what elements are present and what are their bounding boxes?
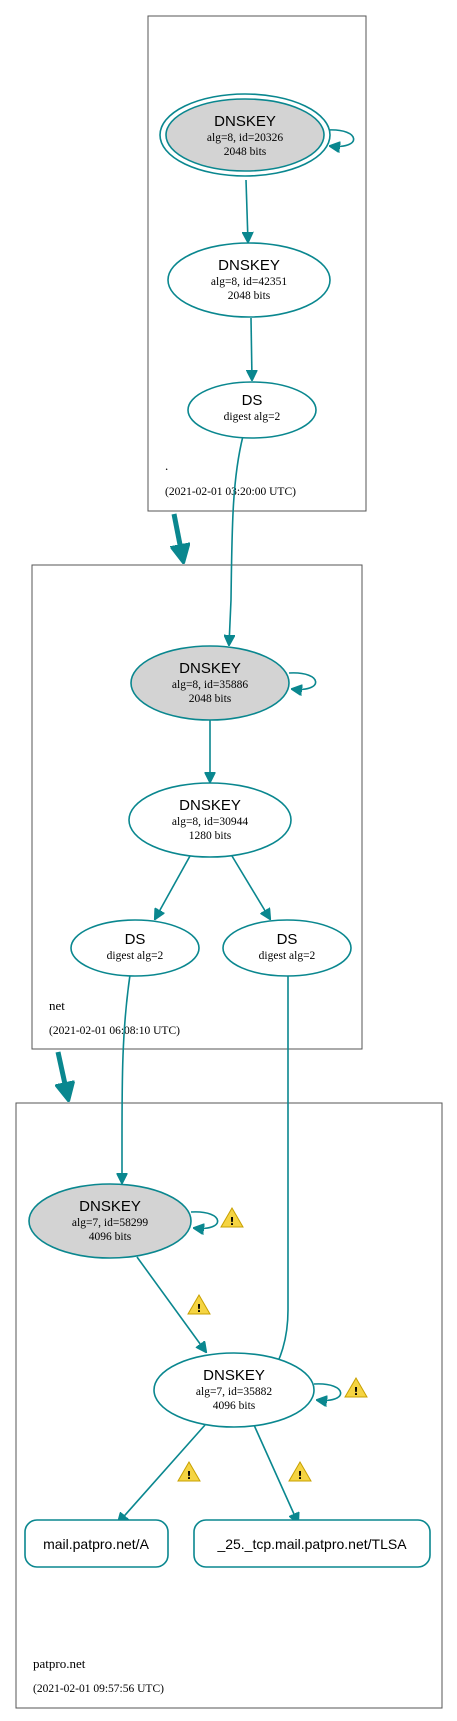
- edge-pat-ksk-self: [190, 1211, 219, 1229]
- node-rr-tlsa[interactable]: _25._tcp.mail.patpro.net/TLSA: [193, 1519, 431, 1568]
- warning-icon[interactable]: !: [288, 1461, 312, 1482]
- node-patpro-ksk-bits: 4096 bits: [89, 1231, 132, 1243]
- node-net-zsk-bits: 1280 bits: [189, 830, 232, 842]
- node-rr-tlsa-label: _25._tcp.mail.patpro.net/TLSA: [216, 1536, 407, 1552]
- node-patpro-zsk-shape: [153, 1352, 315, 1428]
- node-root-ksk-alg: alg=8, id=20326: [207, 132, 283, 144]
- node-root-ds-digest: digest alg=2: [224, 411, 281, 423]
- node-net-ksk-type: DNSKEY: [179, 660, 241, 677]
- node-root-ksk-bits: 2048 bits: [224, 146, 267, 158]
- node-patpro-ksk-shape: [28, 1183, 192, 1259]
- node-patpro-zsk-alg: alg=7, id=35882: [196, 1386, 272, 1398]
- node-patpro-zsk-type: DNSKEY: [203, 1367, 265, 1384]
- zone-net-name: net: [49, 998, 65, 1013]
- node-root-ksk-shape: [165, 98, 325, 172]
- node-net-ds-1-shape: [70, 919, 200, 977]
- node-root-ksk[interactable]: DNSKEY alg=8, id=20326 2048 bits: [159, 93, 331, 177]
- edge-net-zsk-ds1: [155, 855, 191, 919]
- zone-patpro-timestamp: (2021-02-01 09:57:56 UTC): [33, 1683, 164, 1695]
- edge-root-ds-net-ksk: [229, 435, 244, 645]
- node-net-ds-1-type: DS: [125, 931, 146, 948]
- edge-pat-zsk-rr-tlsa: [253, 1424, 298, 1523]
- node-net-ds-2[interactable]: DS digest alg=2: [222, 919, 352, 977]
- node-net-ksk-shape: [130, 645, 290, 721]
- node-root-ds[interactable]: DS digest alg=2: [187, 381, 317, 439]
- warning-icon[interactable]: !: [344, 1377, 368, 1398]
- warning-icon-mark: !: [297, 1469, 302, 1482]
- node-net-ds-2-shape: [222, 919, 352, 977]
- warning-icon[interactable]: !: [187, 1294, 211, 1315]
- node-net-ds-1-digest: digest alg=2: [107, 950, 164, 962]
- node-root-ds-type: DS: [242, 392, 263, 409]
- node-net-ds-1[interactable]: DS digest alg=2: [70, 919, 200, 977]
- zone-net-timestamp: (2021-02-01 06:08:10 UTC): [49, 1025, 180, 1037]
- node-patpro-ksk-alg: alg=7, id=58299: [72, 1217, 148, 1229]
- edge-net-zsk-ds2: [231, 855, 270, 919]
- node-rr-tlsa-shape: [193, 1519, 431, 1568]
- edge-net-ds1-pat-ksk: [122, 974, 131, 1183]
- node-net-ksk[interactable]: DNSKEY alg=8, id=35886 2048 bits: [130, 645, 290, 721]
- zone-patpro-name: patpro.net: [33, 1656, 86, 1671]
- node-net-ksk-alg: alg=8, id=35886: [172, 679, 248, 691]
- node-net-zsk-type: DNSKEY: [179, 797, 241, 814]
- node-net-ds-2-type: DS: [277, 931, 298, 948]
- zone-root-name: .: [165, 458, 168, 473]
- edge-net-ds2-pat-zsk: [270, 975, 289, 1378]
- node-rr-a[interactable]: mail.patpro.net/A: [24, 1519, 169, 1568]
- edge-root-zsk-ds: [251, 317, 252, 380]
- node-patpro-ksk[interactable]: DNSKEY alg=7, id=58299 4096 bits: [28, 1183, 192, 1259]
- node-rr-a-label: mail.patpro.net/A: [43, 1536, 149, 1552]
- node-root-zsk[interactable]: DNSKEY alg=8, id=42351 2048 bits: [167, 242, 331, 318]
- node-root-zsk-type: DNSKEY: [218, 257, 280, 274]
- edge-delegation-net-patpro: [58, 1051, 68, 1098]
- node-root-zsk-bits: 2048 bits: [228, 290, 271, 302]
- node-patpro-zsk[interactable]: DNSKEY alg=7, id=35882 4096 bits: [153, 1352, 315, 1428]
- warning-icon-mark: !: [229, 1215, 234, 1228]
- edge-net-ksk-self: [288, 672, 317, 690]
- edge-root-ksk-zsk: [246, 179, 248, 242]
- node-root-ksk-type: DNSKEY: [214, 113, 276, 130]
- edge-pat-zsk-self: [313, 1383, 342, 1401]
- zone-root-timestamp: (2021-02-01 03:20:00 UTC): [165, 486, 296, 498]
- node-patpro-ksk-type: DNSKEY: [79, 1198, 141, 1215]
- node-patpro-zsk-bits: 4096 bits: [213, 1400, 256, 1412]
- node-root-ds-shape: [187, 381, 317, 439]
- warning-icon-mark: !: [353, 1385, 358, 1398]
- node-rr-a-shape: [24, 1519, 169, 1568]
- node-net-zsk-shape: [128, 782, 292, 858]
- warning-icon-mark: !: [186, 1469, 191, 1482]
- edge-root-ksk-self: [326, 129, 355, 147]
- node-net-ds-2-digest: digest alg=2: [259, 950, 316, 962]
- warning-icon-mark: !: [196, 1302, 201, 1315]
- warning-icon[interactable]: !: [220, 1207, 244, 1228]
- edge-delegation-root-net: [174, 513, 183, 560]
- node-net-zsk-alg: alg=8, id=30944: [172, 816, 248, 828]
- edge-pat-zsk-rr-a: [118, 1424, 206, 1523]
- warning-icon[interactable]: !: [177, 1461, 201, 1482]
- node-net-ksk-bits: 2048 bits: [189, 693, 232, 705]
- node-net-zsk[interactable]: DNSKEY alg=8, id=30944 1280 bits: [128, 782, 292, 858]
- node-root-zsk-shape: [167, 242, 331, 318]
- node-root-zsk-alg: alg=8, id=42351: [211, 276, 287, 288]
- edges: [58, 129, 355, 1523]
- edge-pat-ksk-zsk: [136, 1256, 206, 1352]
